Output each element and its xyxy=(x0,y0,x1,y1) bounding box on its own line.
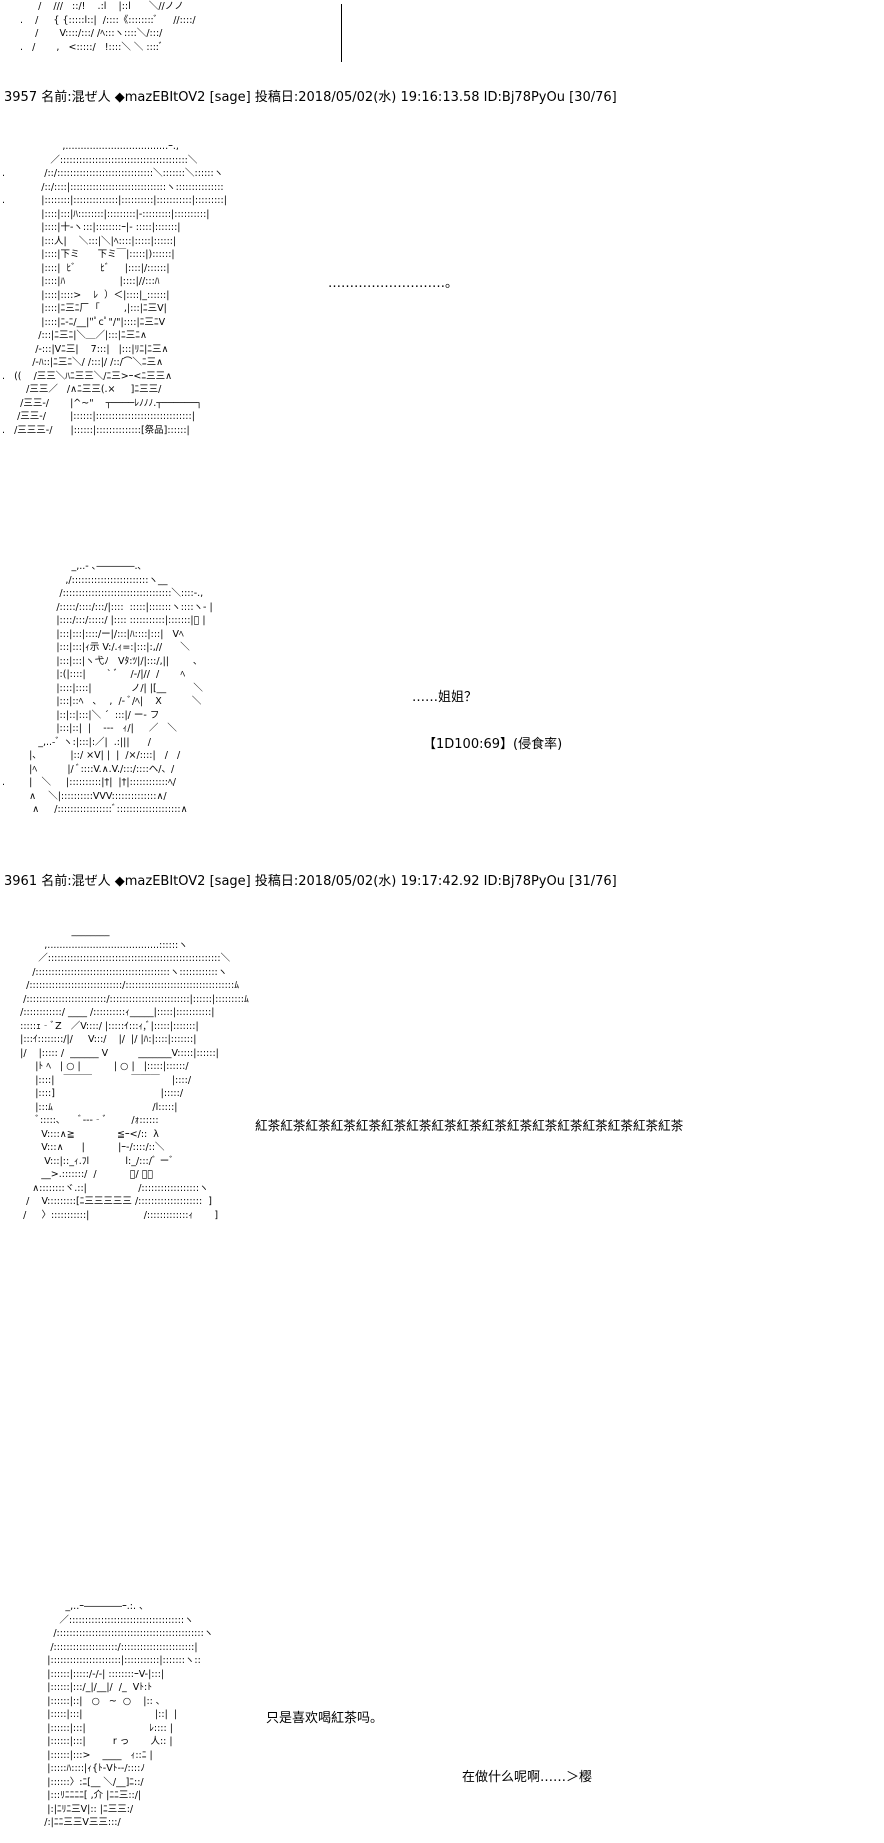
poster-id[interactable]: ID:Bj78PyOu xyxy=(483,874,565,889)
post-date: 2018/05/02(水) 19:17:42.92 xyxy=(298,874,480,889)
dice-roll-result: 【1D100:69】(侵食率) xyxy=(423,737,563,752)
post-number[interactable]: 3957 xyxy=(4,90,38,105)
ascii-art-figure-1: ,..................................ｰ., ／… xyxy=(2,141,227,436)
poster-id[interactable]: ID:Bj78PyOu xyxy=(483,90,565,105)
frame-line-top xyxy=(341,4,342,62)
post-header-3961: 3961 名前:混ぜ人 ◆mazEBItOV2 [sage] 投稿日:2018/… xyxy=(4,874,617,890)
post-count: [31/76] xyxy=(569,874,617,889)
ascii-art-top-fragment: / /// ::/! .:l |::l ＼//ノノ . / { {:::::l:… xyxy=(20,1,196,53)
post-number[interactable]: 3961 xyxy=(4,874,38,889)
ascii-art-figure-2: _,..- ､――――.､ ,/::::::::::::::::::::::::… xyxy=(2,561,213,815)
poster-name: 混ぜ人 ◆mazEBItOV2 xyxy=(71,90,206,105)
mail-field: [sage] xyxy=(209,874,251,889)
speech-sister: ……姐姐？ xyxy=(412,690,478,705)
speech-what-doing: 在做什么呢啊……＞樱 xyxy=(462,1770,593,1785)
mail-field: [sage] xyxy=(209,90,251,105)
ascii-art-figure-3: ________ ,..............................… xyxy=(20,926,249,1221)
ascii-art-figure-4: _,..ｰ――――ｰ.:. 、 ／:::::::::::::::::::::::… xyxy=(44,1601,214,1828)
post-count: [30/76] xyxy=(569,90,617,105)
name-label: 名前: xyxy=(41,874,72,889)
poster-name: 混ぜ人 ◆mazEBItOV2 xyxy=(71,874,206,889)
speech-likes-tea: 只是喜欢喝紅茶吗。 xyxy=(266,1711,384,1726)
speech-ellipsis: ………………………。 xyxy=(328,276,459,291)
date-label: 投稿日: xyxy=(254,90,299,105)
speech-tea-repeat: 紅茶紅茶紅茶紅茶紅茶紅茶紅茶紅茶紅茶紅茶紅茶紅茶紅茶紅茶紅茶紅茶紅茶 xyxy=(255,1118,684,1133)
name-label: 名前: xyxy=(41,90,72,105)
post-header-3957: 3957 名前:混ぜ人 ◆mazEBItOV2 [sage] 投稿日:2018/… xyxy=(4,90,617,106)
post-date: 2018/05/02(水) 19:16:13.58 xyxy=(298,90,480,105)
date-label: 投稿日: xyxy=(254,874,299,889)
